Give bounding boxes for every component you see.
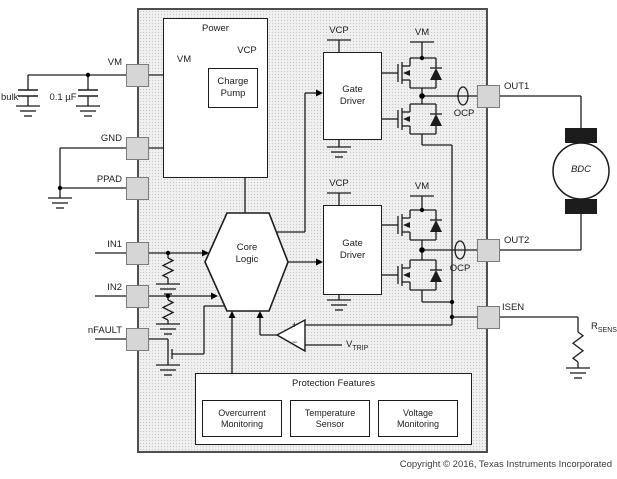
half-bridge-2 [410,195,477,303]
net-label-vm-power: VM [176,54,192,65]
vm-input-net [27,74,126,106]
junction-dot [165,250,171,256]
hs-mosfet-symbol [381,209,443,241]
rsense-label: RSENSE [591,321,617,334]
junction-dot [419,247,425,253]
core-logic-wires [231,92,316,373]
pin-in2 [126,285,149,308]
ground-symbol [15,105,41,117]
in1-net [95,252,202,284]
pin-in1 [126,242,149,265]
voltage-monitoring-block: Voltage Monitoring [378,400,458,437]
pin-label-in1: IN1 [107,239,122,250]
ocp-sense-symbol [454,240,466,260]
copyright-text: Copyright © 2016, Texas Instruments Inco… [399,459,612,470]
pin-label-ppad: PPAD [96,174,122,185]
junction-dot [419,55,425,61]
junction-dot [57,185,63,191]
vtrip-label: VTRIP [346,339,369,352]
ls-mosfet-symbol [381,259,443,291]
bulk-capacitor-symbol [17,89,39,97]
ground-symbol [155,364,181,376]
pulldown-resistor-symbol [162,257,174,279]
ground-symbol [75,105,101,117]
motor-wires [499,95,582,251]
junction-dot [419,93,425,99]
gate-driver1-block: Gate Driver [323,52,382,140]
comparator-wires [305,324,452,346]
pin-label-out1: OUT1 [504,81,530,92]
junction-dot [85,72,91,78]
pin-out2 [477,239,500,262]
arrowhead [211,292,218,300]
arrowhead [256,311,264,318]
pin-ppad [126,177,149,200]
net-label-vcp-pump: VCP [237,45,257,56]
half-bridge-1 [410,41,477,325]
net-label-vm-bridge1: VM [414,27,430,38]
gate-driver2-block: Gate Driver [323,205,382,295]
arrowhead [228,311,236,318]
net-label-vm-bridge2: VM [414,181,430,192]
net-label-vcp-gd1: VCP [329,25,349,36]
hs-mosfet-symbol [381,57,443,89]
bypass-cap-label: 0.1 µF [49,92,77,103]
ground-symbol [47,197,73,209]
in2-net [95,295,211,324]
pin-label-vm: VM [107,57,122,68]
ground-symbol [155,323,181,335]
nfault-net [95,305,225,365]
pin-label-nfault: nFAULT [87,325,122,336]
net-label-ocp2: OCP [449,263,471,274]
pin-out1 [477,85,500,108]
comparator-plus-label: + [292,320,298,330]
protection-block-title: Protection Features [292,378,375,389]
motor-brush [565,199,597,214]
pin-label-out2: OUT2 [504,235,530,246]
net-label-vcp-gd2: VCP [329,178,349,189]
arrowhead [316,258,323,266]
ground-symbol [326,146,352,158]
pin-gnd [126,137,149,160]
ground-symbol [155,283,181,295]
junction-dot [449,299,455,305]
pin-label-in2: IN2 [107,282,122,293]
arrowhead [202,249,209,257]
net-label-ocp1: OCP [453,108,475,119]
pin-label-isen: ISEN [502,302,525,313]
sense-resistor-symbol [572,331,584,363]
pin-nfault [126,328,149,351]
bulk-cap-label: bulk [1,92,19,103]
power-block-title: Power [202,23,229,34]
isen-net [452,316,579,368]
gnd-ppad-net [59,147,126,198]
core-logic-label: Core Logic [235,242,259,265]
ocp-sense-symbol [457,86,469,106]
junction-dot [419,207,425,213]
pin-vm [126,64,149,87]
temperature-sensor-block: Temperature Sensor [290,400,370,437]
pin-isen [477,306,500,329]
pulldown-resistor-symbol [162,299,174,321]
arrowhead [316,89,323,97]
comparator-symbol [275,318,306,353]
junction-dot [165,293,171,299]
charge-pump-block: Charge Pump [208,68,258,108]
ground-symbol [326,299,352,311]
ground-symbol [565,367,591,379]
comparator-minus-label: − [292,337,298,347]
pin-label-gnd: GND [100,133,122,144]
overcurrent-monitoring-block: Overcurrent Monitoring [202,400,282,437]
ls-mosfet-symbol [381,103,443,135]
gate-driver-taps [327,39,351,300]
motor-brush [565,128,597,143]
motor-label: BDC [570,164,592,175]
